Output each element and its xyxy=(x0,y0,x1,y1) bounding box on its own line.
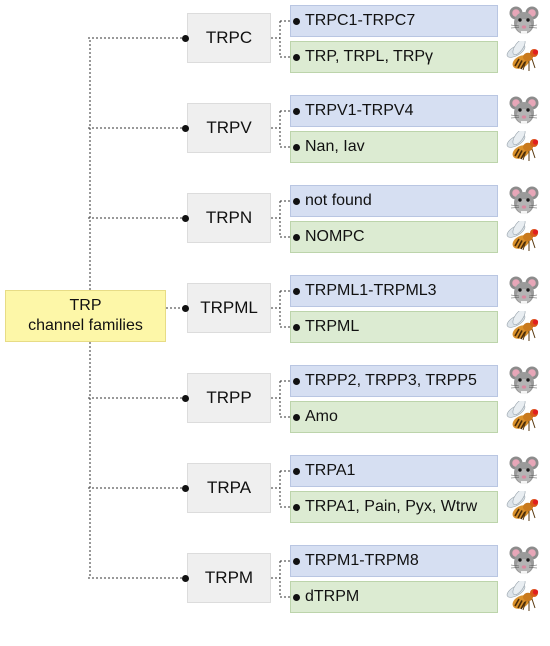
branch-dot-trpn xyxy=(181,214,189,222)
fly-members-trpml: TRPML xyxy=(290,311,498,343)
mammal-members-trpa: TRPA1 xyxy=(290,455,498,487)
fly-members-label: NOMPC xyxy=(305,228,365,245)
branch-dot-trpm xyxy=(181,574,189,582)
fly-members-label: TRP, TRPL, TRPγ xyxy=(305,48,434,65)
fly-members-trpa: TRPA1, Pain, Pyx, Wtrw xyxy=(290,491,498,523)
family-node-trpp: TRPP xyxy=(187,373,271,423)
mammal-members-trpml: TRPML1-TRPML3 xyxy=(290,275,498,307)
mammal-members-trpp: TRPP2, TRPP3, TRPP5 xyxy=(290,365,498,397)
mammal-members-label: TRPP2, TRPP3, TRPP5 xyxy=(305,372,477,389)
fly-members-label: TRPML xyxy=(305,318,360,335)
mammal-members-trpn: not found xyxy=(290,185,498,217)
branch-dot-trpc xyxy=(181,34,189,42)
mammal-members-label: TRPV1-TRPV4 xyxy=(305,102,414,119)
family-label: TRPC xyxy=(205,28,253,47)
fruit-fly-icon xyxy=(506,581,539,611)
fly-members-trpp: Amo xyxy=(290,401,498,433)
branch-dot-trpa xyxy=(181,484,189,492)
family-node-trpv: TRPV xyxy=(187,103,271,153)
fruit-fly-icon xyxy=(506,41,539,71)
fruit-fly-icon xyxy=(506,131,539,161)
fly-members-trpc: TRP, TRPL, TRPγ xyxy=(290,41,498,73)
mouse-icon xyxy=(509,366,539,394)
root-label-line2: channel families xyxy=(28,317,143,334)
mammal-members-label: TRPML1-TRPML3 xyxy=(305,282,437,299)
family-node-trpa: TRPA xyxy=(187,463,271,513)
fly-member-dot xyxy=(292,233,300,241)
mammal-member-dot xyxy=(292,287,300,295)
family-node-trpc: TRPC xyxy=(187,13,271,63)
family-label: TRPN xyxy=(205,208,253,227)
branch-dot-trpp xyxy=(181,394,189,402)
fly-members-trpv: Nan, Iav xyxy=(290,131,498,163)
fly-members-label: TRPA1, Pain, Pyx, Wtrw xyxy=(305,498,478,515)
family-label: TRPP xyxy=(206,388,252,407)
mammal-members-label: TRPA1 xyxy=(305,462,356,479)
family-label: TRPV xyxy=(206,118,252,137)
fly-members-trpn: NOMPC xyxy=(290,221,498,253)
family-label: TRPM xyxy=(204,568,254,587)
branch-dot-trpv xyxy=(181,124,189,132)
fly-member-dot xyxy=(292,323,300,331)
mammal-members-label: TRPC1-TRPC7 xyxy=(305,12,416,29)
fly-members-label: Nan, Iav xyxy=(305,138,365,155)
mammal-members-trpm: TRPM1-TRPM8 xyxy=(290,545,498,577)
mouse-icon xyxy=(509,276,539,304)
mammal-member-dot xyxy=(292,107,300,115)
mammal-members-trpc: TRPC1-TRPC7 xyxy=(290,5,498,37)
fly-members-trpm: dTRPM xyxy=(290,581,498,613)
mouse-icon xyxy=(509,6,539,34)
mammal-member-dot xyxy=(292,467,300,475)
family-node-trpml: TRPML xyxy=(187,283,271,333)
fly-member-dot xyxy=(292,53,300,61)
mouse-icon xyxy=(509,546,539,574)
fly-member-dot xyxy=(292,593,300,601)
fruit-fly-icon xyxy=(506,221,539,251)
family-label: TRPA xyxy=(206,478,252,497)
branch-dot-trpml xyxy=(181,304,189,312)
mammal-members-label: not found xyxy=(305,192,372,209)
mammal-member-dot xyxy=(292,557,300,565)
fruit-fly-icon xyxy=(506,401,539,431)
mammal-members-label: TRPM1-TRPM8 xyxy=(305,552,419,569)
family-node-trpn: TRPN xyxy=(187,193,271,243)
family-label: TRPML xyxy=(200,298,258,317)
mammal-member-dot xyxy=(292,17,300,25)
fruit-fly-icon xyxy=(506,491,539,521)
fly-members-label: dTRPM xyxy=(305,588,360,605)
fly-members-label: Amo xyxy=(305,408,338,425)
mammal-members-trpv: TRPV1-TRPV4 xyxy=(290,95,498,127)
root-node: TRP channel families xyxy=(5,290,166,342)
family-node-trpm: TRPM xyxy=(187,553,271,603)
fruit-fly-icon xyxy=(506,311,539,341)
root-label-line1: TRP xyxy=(69,297,102,314)
fly-member-dot xyxy=(292,413,300,421)
fly-member-dot xyxy=(292,143,300,151)
mammal-member-dot xyxy=(292,197,300,205)
mouse-icon xyxy=(509,456,539,484)
fly-member-dot xyxy=(292,503,300,511)
mouse-icon xyxy=(509,96,539,124)
mammal-member-dot xyxy=(292,377,300,385)
mouse-icon xyxy=(509,186,539,214)
